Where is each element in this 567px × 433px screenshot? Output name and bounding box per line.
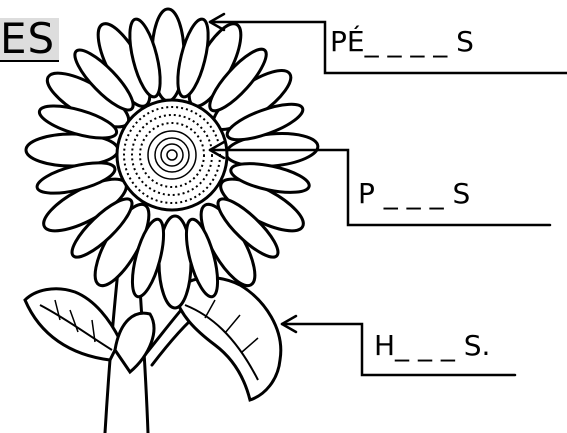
label-seeds: P _ _ _ S (358, 177, 471, 210)
label-leaves: H_ _ _ S. (374, 329, 491, 362)
right-leaf (173, 276, 283, 402)
label-petals: PÉ_ _ _ _ S (330, 25, 474, 58)
worksheet-heading: ES (0, 18, 60, 62)
petals (24, 7, 320, 310)
left-leaf (23, 287, 156, 375)
flower-center (115, 98, 229, 212)
pointer-lines (208, 12, 567, 377)
